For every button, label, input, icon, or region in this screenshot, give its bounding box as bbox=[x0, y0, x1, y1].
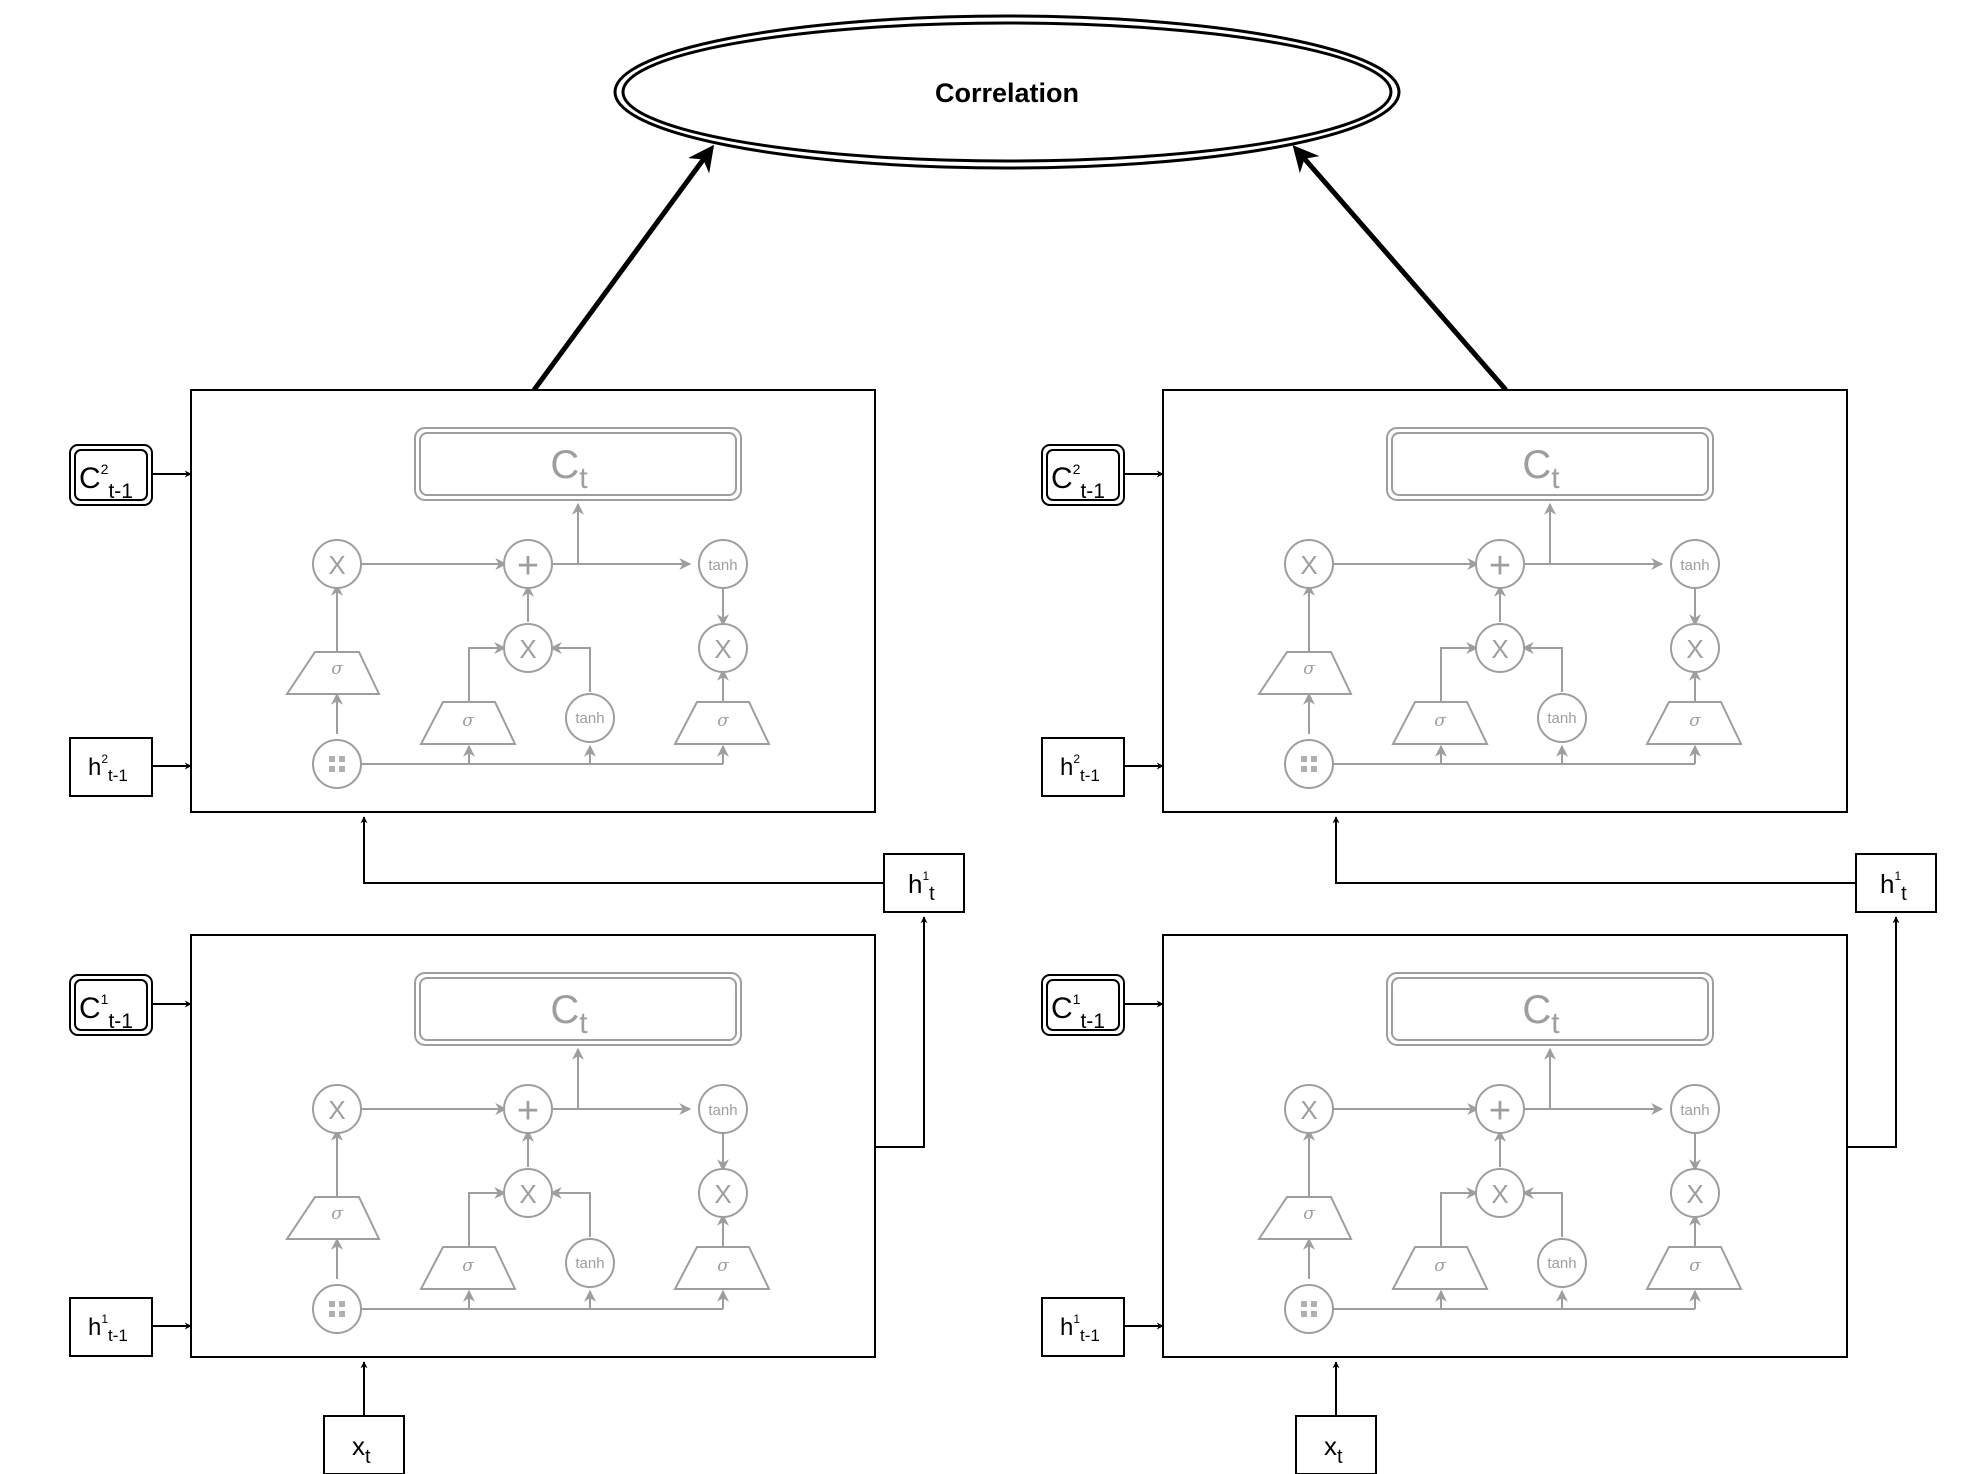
column-left: Ct X + tanh X X tanh σ σ σ C2t-1 h2t-1 bbox=[69, 389, 965, 1474]
arrow-hidden-to-upper bbox=[1332, 816, 1856, 884]
tanh-op: tanh bbox=[1680, 1102, 1709, 1119]
add-op: + bbox=[517, 1090, 539, 1132]
hidden-output-box: h1t bbox=[883, 853, 965, 913]
sigma-input-gate: σ bbox=[462, 711, 474, 731]
arrow-to-correlation-right bbox=[1292, 145, 1508, 392]
sigma-output-gate: σ bbox=[1689, 1256, 1701, 1276]
input-box: xt bbox=[323, 1415, 405, 1474]
input-multiply-op: X bbox=[519, 634, 536, 664]
arrow-lower-to-hidden bbox=[875, 916, 928, 1148]
correlation-label: Correlation bbox=[935, 78, 1079, 108]
sigma-forget-gate: σ bbox=[331, 659, 343, 679]
sigma-output-gate: σ bbox=[717, 711, 729, 731]
sigma-input-gate: σ bbox=[462, 1256, 474, 1276]
add-op: + bbox=[517, 545, 539, 587]
svg-text:h1t-1: h1t-1 bbox=[1060, 1312, 1100, 1345]
cell-state-label: Ct bbox=[550, 988, 588, 1040]
hidden-output-box: h1t bbox=[1855, 853, 1937, 913]
add-op: + bbox=[1489, 545, 1511, 587]
output-multiply-op: X bbox=[1686, 634, 1703, 664]
svg-text:h2t-1: h2t-1 bbox=[1060, 752, 1100, 785]
input-multiply-op: X bbox=[1491, 1179, 1508, 1209]
prev-hidden-box: h2t-1 bbox=[69, 737, 153, 797]
svg-text:h2t-1: h2t-1 bbox=[88, 752, 128, 785]
tanh-candidate-op: tanh bbox=[575, 710, 604, 727]
tanh-candidate-op: tanh bbox=[575, 1255, 604, 1272]
lower-lstm-cell: Ct X + tanh X X tanh σ σ σ bbox=[190, 934, 876, 1358]
svg-text:C2t-1: C2t-1 bbox=[79, 461, 133, 503]
upper-lstm-cell: Ct X + tanh X X tanh σ σ σ bbox=[190, 389, 876, 813]
prev-cell-state-box: C1t-1 bbox=[1041, 974, 1125, 1036]
sigma-forget-gate: σ bbox=[331, 1204, 343, 1224]
upper-lstm-cell: Ct X + tanh X X tanh σ σ σ bbox=[1162, 389, 1848, 813]
column-right: Ct X + tanh X X tanh σ σ σ C2t-1 h2t-1 bbox=[1041, 389, 1937, 1474]
cell-state-label: Ct bbox=[1522, 443, 1560, 495]
svg-text:h1t: h1t bbox=[1880, 869, 1907, 905]
sigma-forget-gate: σ bbox=[1303, 1204, 1315, 1224]
svg-text:h1t-1: h1t-1 bbox=[88, 1312, 128, 1345]
sigma-input-gate: σ bbox=[1434, 1256, 1446, 1276]
sigma-output-gate: σ bbox=[717, 1256, 729, 1276]
lower-lstm-cell: Ct X + tanh X X tanh σ σ σ bbox=[1162, 934, 1848, 1358]
forget-multiply-op: X bbox=[328, 1095, 345, 1125]
svg-text:C1t-1: C1t-1 bbox=[79, 991, 133, 1033]
svg-text:h1t: h1t bbox=[908, 869, 935, 905]
cell-state-label: Ct bbox=[550, 443, 588, 495]
svg-text:C1t-1: C1t-1 bbox=[1051, 991, 1105, 1033]
forget-multiply-op: X bbox=[1300, 550, 1317, 580]
output-multiply-op: X bbox=[1686, 1179, 1703, 1209]
prev-hidden-box: h2t-1 bbox=[1041, 737, 1125, 797]
tanh-op: tanh bbox=[1680, 557, 1709, 574]
arrow-lower-to-hidden bbox=[1847, 916, 1900, 1148]
prev-cell-state-box: C2t-1 bbox=[69, 444, 153, 506]
arrow-to-correlation-left bbox=[531, 144, 715, 392]
svg-text:C2t-1: C2t-1 bbox=[1051, 461, 1105, 503]
sigma-output-gate: σ bbox=[1689, 711, 1701, 731]
cell-state-label: Ct bbox=[1522, 988, 1560, 1040]
input-box: xt bbox=[1295, 1415, 1377, 1474]
output-multiply-op: X bbox=[714, 1179, 731, 1209]
tanh-candidate-op: tanh bbox=[1547, 710, 1576, 727]
prev-cell-state-box: C1t-1 bbox=[69, 974, 153, 1036]
correlation-node: Correlation bbox=[613, 14, 1401, 170]
sigma-input-gate: σ bbox=[1434, 711, 1446, 731]
forget-multiply-op: X bbox=[1300, 1095, 1317, 1125]
input-multiply-op: X bbox=[1491, 634, 1508, 664]
svg-text:xt: xt bbox=[1324, 1431, 1343, 1468]
svg-text:xt: xt bbox=[352, 1431, 371, 1468]
tanh-op: tanh bbox=[708, 1102, 737, 1119]
prev-cell-state-box: C2t-1 bbox=[1041, 444, 1125, 506]
prev-hidden-box: h1t-1 bbox=[1041, 1297, 1125, 1357]
arrow-hidden-to-upper bbox=[360, 816, 884, 884]
tanh-op: tanh bbox=[708, 557, 737, 574]
sigma-forget-gate: σ bbox=[1303, 659, 1315, 679]
tanh-candidate-op: tanh bbox=[1547, 1255, 1576, 1272]
input-multiply-op: X bbox=[519, 1179, 536, 1209]
add-op: + bbox=[1489, 1090, 1511, 1132]
output-multiply-op: X bbox=[714, 634, 731, 664]
prev-hidden-box: h1t-1 bbox=[69, 1297, 153, 1357]
forget-multiply-op: X bbox=[328, 550, 345, 580]
